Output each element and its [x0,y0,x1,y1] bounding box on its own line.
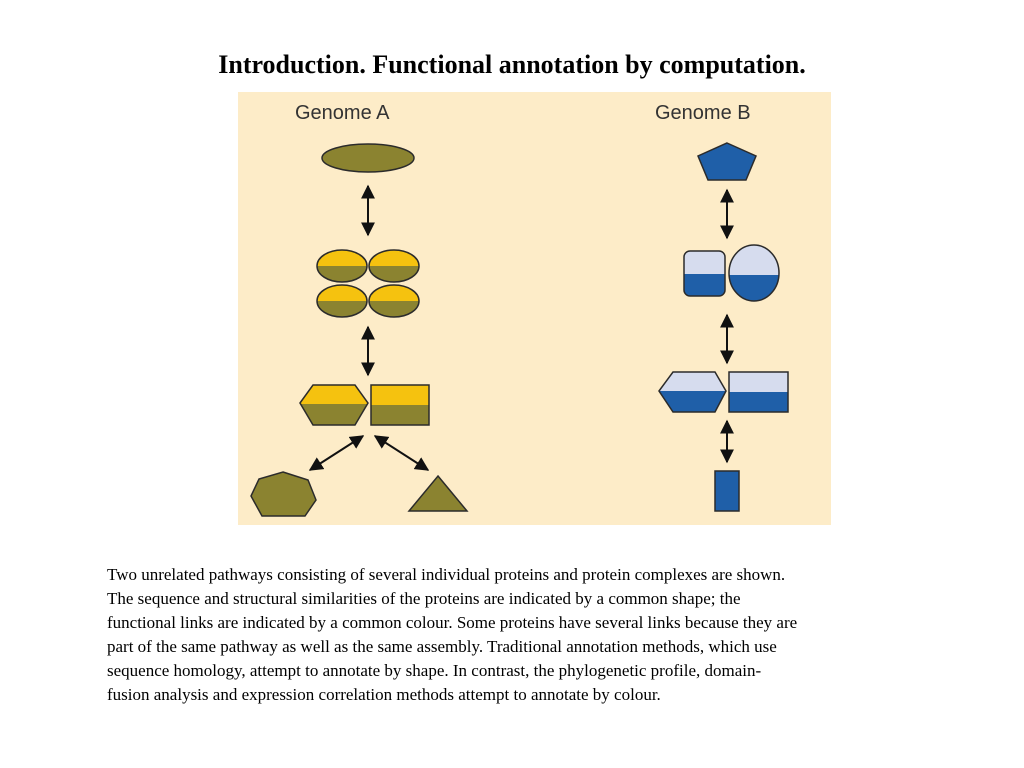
pathway-figure: Genome A Genome B [238,92,831,525]
hexagon-square-complex-a [299,384,430,426]
olive-triangle-protein [407,474,469,512]
olive-ellipse-protein [321,143,415,173]
caption-line: The sequence and structural similarities… [107,589,741,608]
page-title: Introduction. Functional annotation by c… [218,50,806,79]
caption-line: sequence homology, attempt to annotate b… [107,661,762,680]
arrow-a-left [308,435,365,471]
figure-caption: Two unrelated pathways consisting of sev… [107,563,927,707]
genome-b-pathway [658,142,789,512]
olive-heptagon-protein [250,471,317,517]
caption-line: functional links are indicated by a comm… [107,613,798,632]
two-subunit-complex-b [683,244,780,302]
hexagon-square-complex-b [658,371,789,413]
caption-line: Two unrelated pathways consisting of sev… [107,565,786,584]
caption-line: fusion analysis and expression correlati… [107,685,661,704]
caption-line: part of the same pathway as well as the … [107,637,777,656]
arrow-a-right [373,435,430,471]
four-subunit-complex [316,249,420,318]
blue-pentagon-protein [697,142,757,181]
genome-a-label: Genome A [295,102,390,124]
blue-rectangle-protein [714,470,740,512]
pathway-diagram [250,142,789,517]
genome-a-pathway [250,143,469,517]
genome-b-label: Genome B [655,102,751,124]
